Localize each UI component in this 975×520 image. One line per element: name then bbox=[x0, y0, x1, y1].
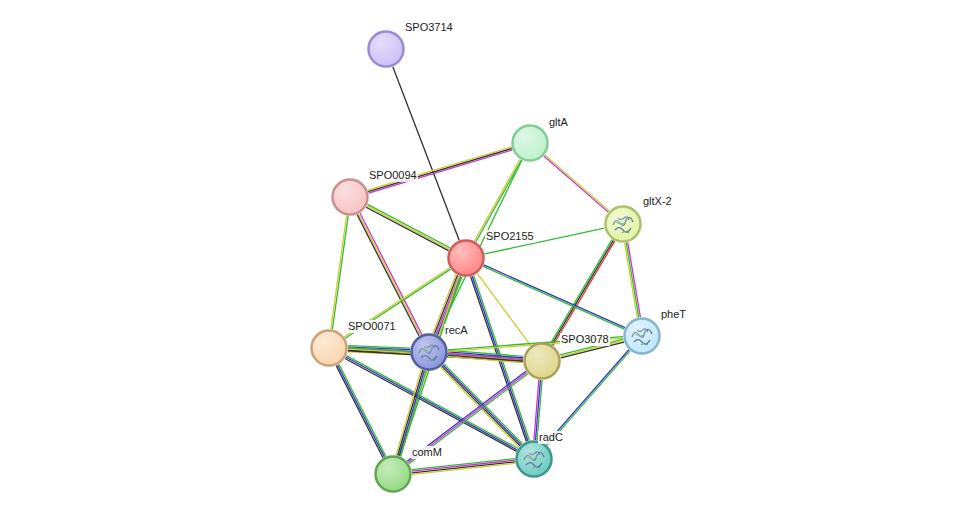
protein-node: gltX-2 bbox=[604, 205, 642, 243]
evidence-line bbox=[553, 241, 615, 345]
node-label: gltA bbox=[548, 116, 569, 129]
interaction-edge bbox=[625, 242, 641, 317]
evidence-line bbox=[332, 216, 348, 329]
interaction-edge bbox=[448, 350, 524, 362]
node-label: SPO3714 bbox=[404, 21, 454, 34]
evidence-line bbox=[396, 370, 421, 456]
evidence-line bbox=[485, 228, 605, 254]
node-circle bbox=[367, 30, 405, 68]
node-label: SPO0094 bbox=[368, 169, 418, 182]
interaction-edge bbox=[357, 213, 422, 336]
evidence-line bbox=[552, 240, 614, 344]
interaction-edge bbox=[368, 147, 513, 193]
evidence-line bbox=[475, 159, 521, 241]
evidence-line bbox=[393, 67, 459, 241]
evidence-line bbox=[407, 371, 526, 461]
protein-node: SPO3714 bbox=[367, 30, 405, 68]
evidence-line bbox=[483, 266, 624, 329]
interaction-edge bbox=[550, 240, 614, 346]
evidence-line bbox=[369, 150, 513, 193]
node-label: SPO0071 bbox=[347, 320, 397, 333]
evidence-line bbox=[545, 155, 609, 211]
node-circle bbox=[410, 333, 448, 371]
node-label: recA bbox=[444, 324, 469, 337]
evidence-line bbox=[412, 462, 515, 473]
evidence-line bbox=[408, 372, 527, 462]
evidence-line bbox=[360, 213, 422, 334]
evidence-line bbox=[357, 215, 419, 336]
node-label: SPO2155 bbox=[485, 230, 535, 243]
evidence-line bbox=[345, 358, 517, 451]
evidence-line bbox=[359, 214, 421, 335]
evidence-line bbox=[338, 365, 385, 457]
evidence-line bbox=[625, 243, 638, 318]
node-label: gltX-2 bbox=[642, 195, 673, 208]
node-circle bbox=[374, 455, 412, 493]
node-label: SPO3078 bbox=[560, 333, 610, 346]
evidence-line bbox=[368, 204, 450, 247]
evidence-line bbox=[346, 357, 518, 450]
evidence-line bbox=[484, 265, 625, 328]
evidence-line bbox=[344, 268, 449, 337]
node-circle bbox=[310, 329, 348, 367]
evidence-line bbox=[412, 463, 515, 474]
node-circle bbox=[447, 239, 485, 277]
protein-node: gltA bbox=[511, 124, 549, 162]
protein-node: SPO0094 bbox=[331, 178, 369, 216]
interaction-edge bbox=[407, 371, 528, 464]
evidence-line bbox=[368, 148, 512, 191]
evidence-line bbox=[441, 367, 519, 447]
node-label: radC bbox=[538, 431, 564, 444]
interaction-edge bbox=[544, 155, 609, 212]
evidence-line bbox=[448, 357, 523, 363]
interaction-edge bbox=[366, 204, 450, 250]
node-circle bbox=[604, 205, 642, 243]
protein-node: SPO0071 bbox=[310, 329, 348, 367]
node-circle bbox=[511, 124, 549, 162]
evidence-line bbox=[367, 206, 449, 249]
evidence-line bbox=[628, 242, 641, 317]
interaction-edge bbox=[412, 459, 516, 475]
interaction-edge bbox=[336, 364, 386, 458]
evidence-line bbox=[550, 240, 612, 344]
interaction-edge bbox=[485, 228, 605, 254]
node-label: pheT bbox=[660, 308, 687, 321]
interaction-edge bbox=[396, 370, 426, 457]
protein-node: pheT bbox=[623, 317, 661, 355]
evidence-line bbox=[409, 374, 528, 464]
node-circle bbox=[523, 342, 561, 380]
interaction-edge bbox=[483, 265, 625, 329]
protein-node: SPO2155 bbox=[447, 239, 485, 277]
evidence-line bbox=[339, 364, 386, 456]
node-circle bbox=[515, 440, 553, 478]
protein-node: recA bbox=[410, 333, 448, 371]
evidence-line bbox=[626, 243, 639, 318]
node-label: comM bbox=[411, 446, 443, 459]
evidence-line bbox=[336, 366, 383, 458]
evidence-line bbox=[368, 147, 512, 190]
evidence-line bbox=[366, 207, 448, 250]
node-circle bbox=[331, 178, 369, 216]
evidence-line bbox=[398, 370, 423, 456]
protein-node: radC bbox=[515, 440, 553, 478]
evidence-line bbox=[331, 216, 347, 329]
protein-node: comM bbox=[374, 455, 412, 493]
interaction-edge bbox=[393, 67, 459, 241]
evidence-line bbox=[401, 371, 426, 457]
protein-node: SPO3078 bbox=[523, 342, 561, 380]
interaction-edge bbox=[331, 216, 348, 330]
evidence-line bbox=[399, 370, 424, 456]
node-circle bbox=[623, 317, 661, 355]
evidence-line bbox=[544, 156, 608, 212]
